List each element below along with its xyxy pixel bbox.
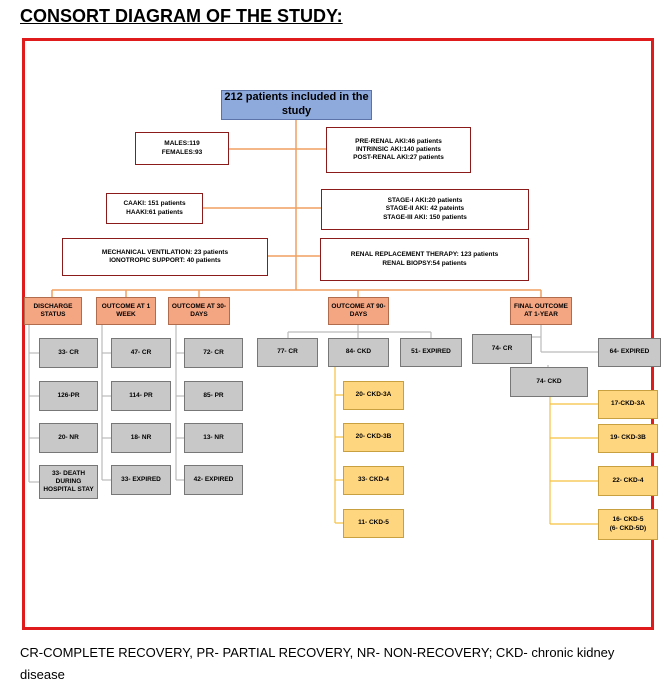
root-box: 212 patients included in the study xyxy=(221,90,372,120)
week1-nr-box: 18- NR xyxy=(111,423,171,453)
year1-cr-box: 74- CR xyxy=(472,334,532,364)
aki-type-box: PRE-RENAL AKI:46 patients INTRINSIC AKI:… xyxy=(326,127,471,173)
diagram-frame xyxy=(22,38,654,630)
day90-cr-box: 77- CR xyxy=(257,338,318,367)
category-outcome-30-days: OUTCOME AT 30- DAYS xyxy=(168,297,230,325)
day90-expired-box: 51- EXPIRED xyxy=(400,338,462,367)
year1-ckd-5-box: 16- CKD-5 (6- CKD-5D) xyxy=(598,509,658,540)
day90-ckd-3a-box: 20- CKD-3A xyxy=(343,381,404,410)
discharge-death-box: 33- DEATH DURING HOSPITAL STAY xyxy=(39,465,98,499)
day30-cr-box: 72- CR xyxy=(184,338,243,368)
week1-expired-box: 33- EXPIRED xyxy=(111,465,171,495)
category-outcome-90-days: OUTCOME AT 90- DAYS xyxy=(328,297,389,325)
day90-ckd-5-box: 11- CKD-5 xyxy=(343,509,404,538)
discharge-pr-box: 126-PR xyxy=(39,381,98,411)
category-outcome-1-week: OUTCOME AT 1 WEEK xyxy=(96,297,156,325)
sex-box: MALES:119 FEMALES:93 xyxy=(135,132,229,165)
discharge-cr-box: 33- CR xyxy=(39,338,98,368)
day30-expired-box: 42- EXPIRED xyxy=(184,465,243,495)
year1-ckd-box: 74- CKD xyxy=(510,367,588,397)
year1-ckd-3b-box: 19- CKD-3B xyxy=(598,424,658,453)
week1-pr-box: 114- PR xyxy=(111,381,171,411)
day90-ckd-3b-box: 20- CKD-3B xyxy=(343,423,404,452)
yellow-connectors xyxy=(334,367,598,525)
footnote: CR-COMPLETE RECOVERY, PR- PARTIAL RECOVE… xyxy=(20,645,615,682)
year1-expired-box: 64- EXPIRED xyxy=(598,338,661,367)
acquired-aki-box: CAAKI: 151 patients HAAKI:61 patients xyxy=(106,193,203,224)
orange-connectors xyxy=(51,120,542,297)
year1-ckd-4-box: 22- CKD-4 xyxy=(598,466,658,496)
category-discharge-status: DISCHARGE STATUS xyxy=(24,297,82,325)
grey-connectors xyxy=(28,325,598,483)
rrt-biopsy-box: RENAL REPLACEMENT THERAPY: 123 patients … xyxy=(320,238,529,281)
day30-pr-box: 85- PR xyxy=(184,381,243,411)
aki-stage-box: STAGE-I AKI:20 patients STAGE-II AKI: 42… xyxy=(321,189,529,230)
day90-ckd-4-box: 33- CKD-4 xyxy=(343,466,404,495)
day30-nr-box: 13- NR xyxy=(184,423,243,453)
page-title: CONSORT DIAGRAM OF THE STUDY: xyxy=(20,6,343,26)
week1-cr-box: 47- CR xyxy=(111,338,171,368)
support-box: MECHANICAL VENTILATION: 23 patients IONO… xyxy=(62,238,268,276)
discharge-nr-box: 20- NR xyxy=(39,423,98,453)
year1-ckd-3a-box: 17-CKD-3A xyxy=(598,390,658,419)
category-final-outcome-1-year: FINAL OUTCOME AT 1-YEAR xyxy=(510,297,572,325)
day90-ckd-box: 84- CKD xyxy=(328,338,389,367)
